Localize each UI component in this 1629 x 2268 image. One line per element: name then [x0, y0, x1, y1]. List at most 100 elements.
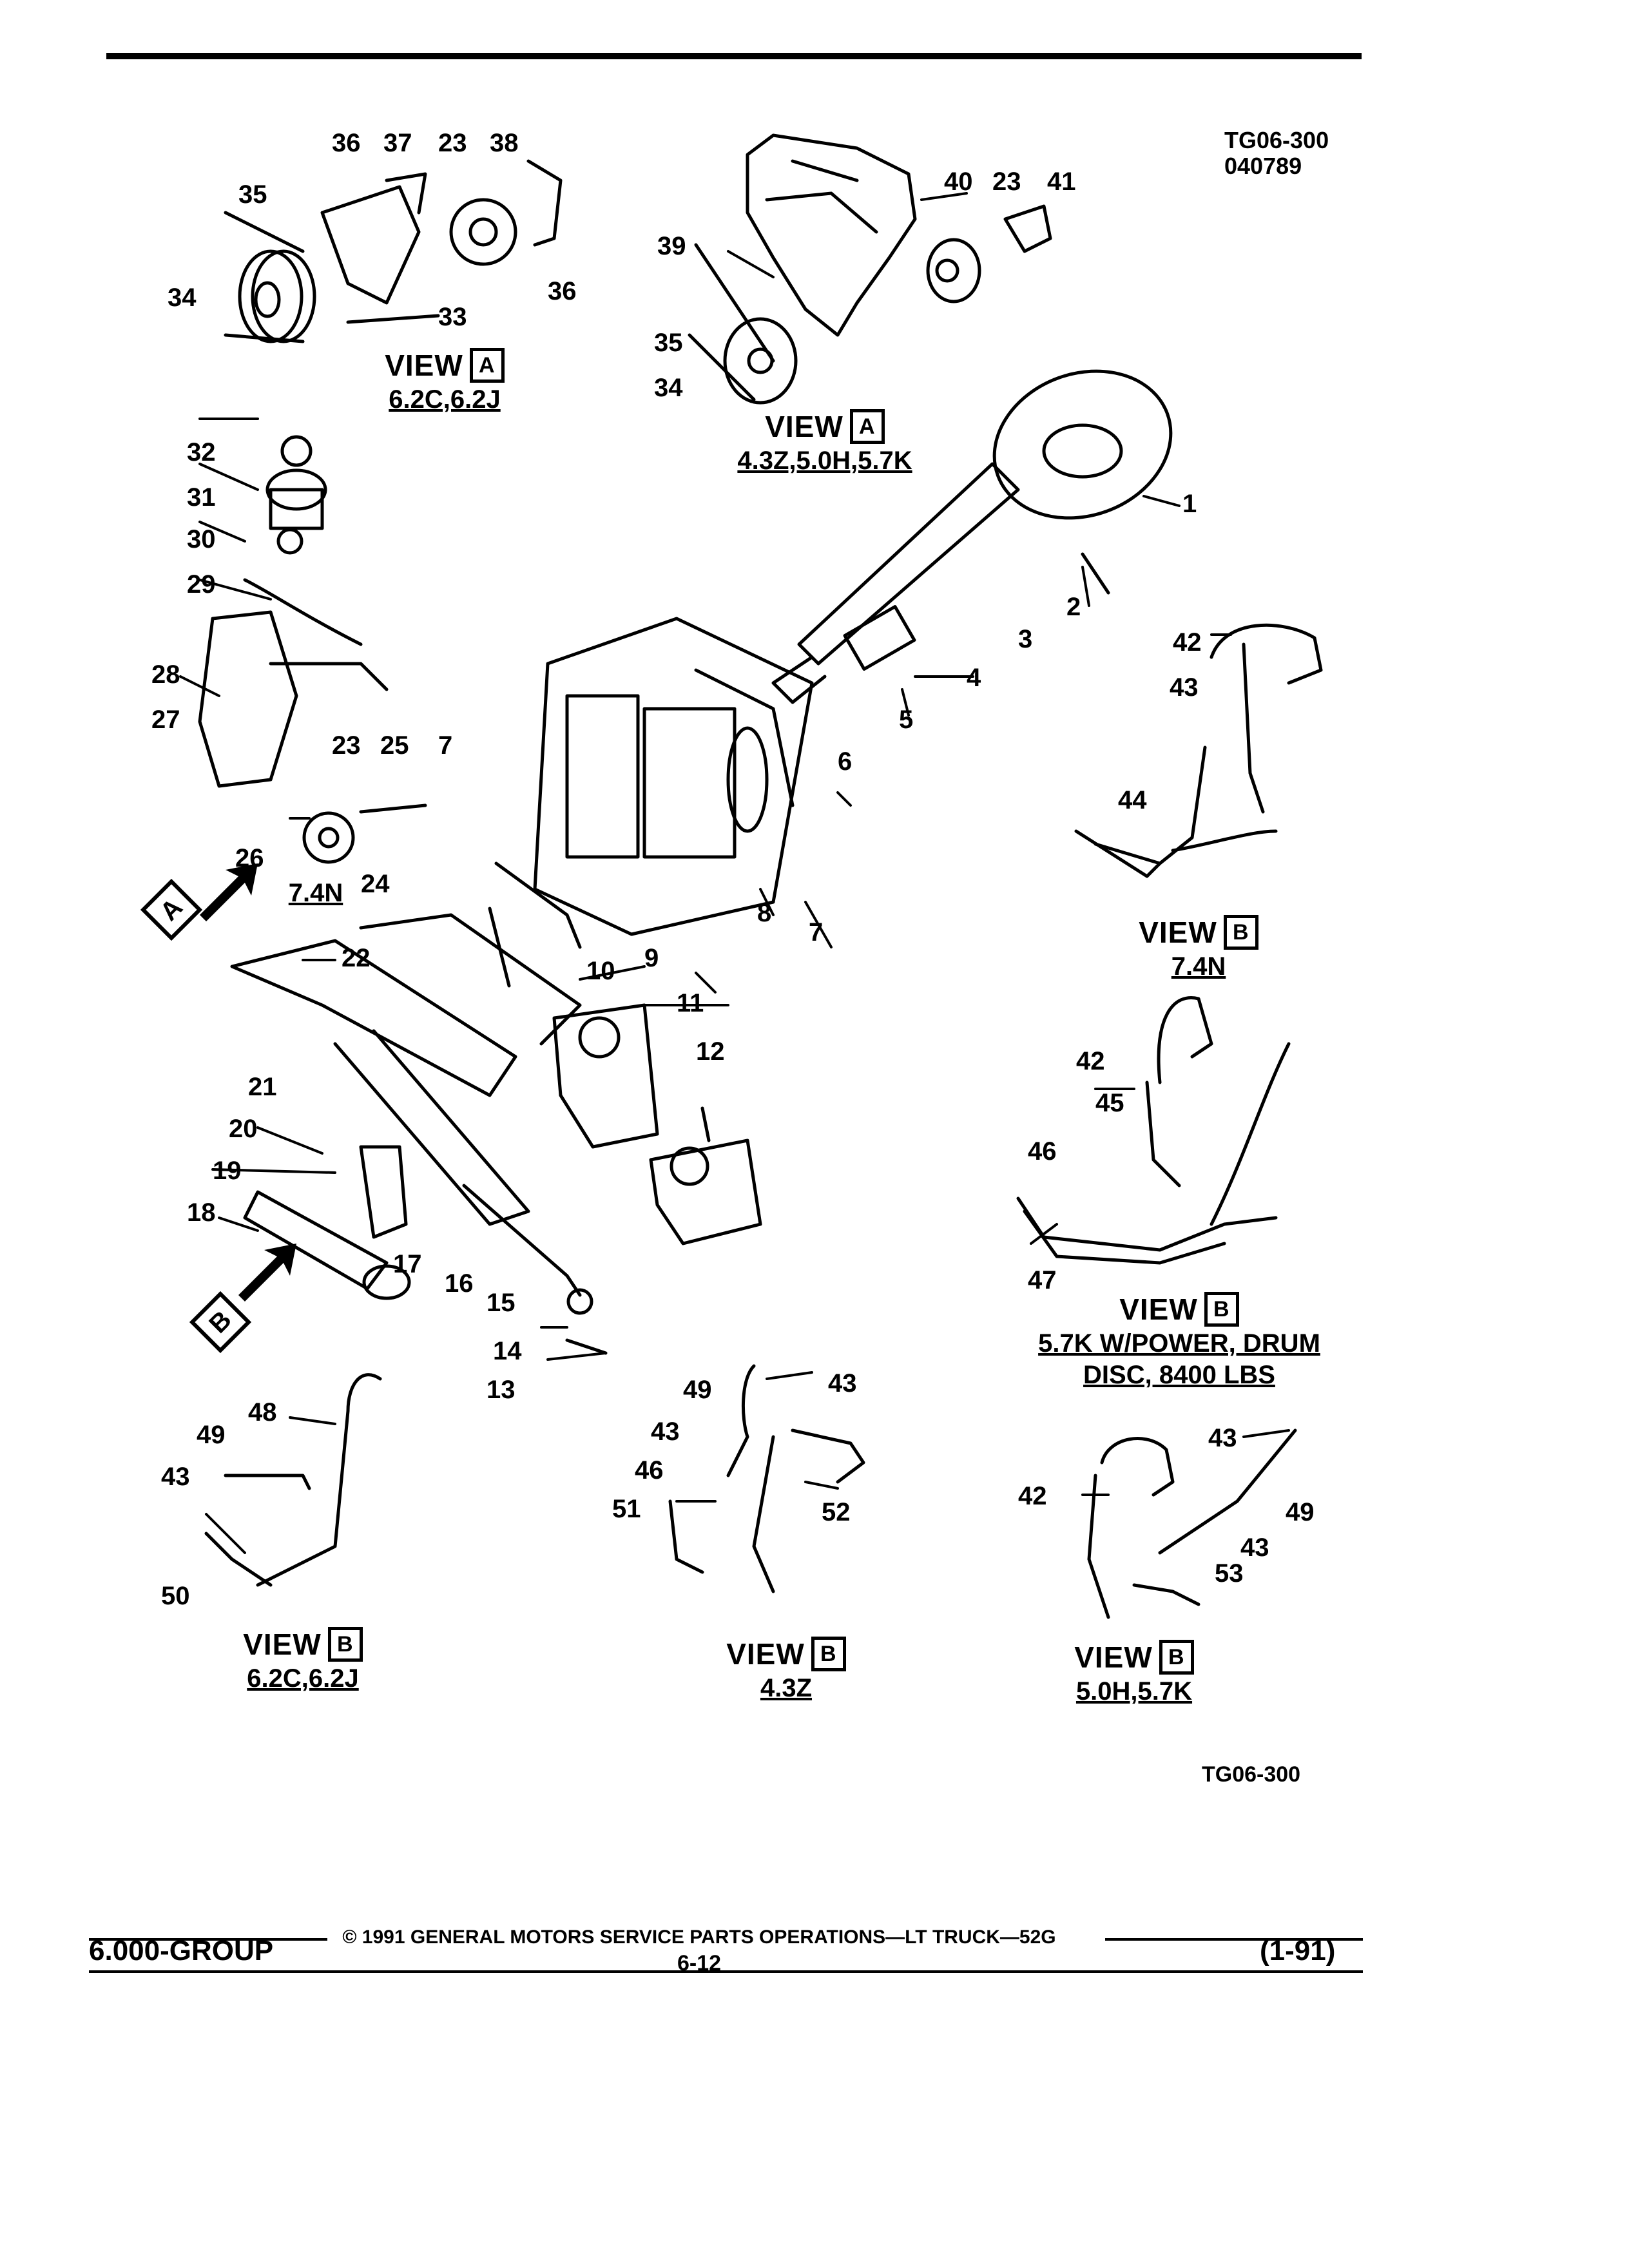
- callout-42a: 42: [1173, 628, 1202, 657]
- callout-41: 41: [1047, 168, 1076, 196]
- view-prefix: VIEW: [243, 1628, 322, 1661]
- pump-bracket-4-3z: [688, 133, 1052, 405]
- view-subtitle: 5.0H,5.7K: [1075, 1677, 1193, 1706]
- callout-37: 37: [383, 129, 412, 157]
- callout-24: 24: [361, 870, 390, 898]
- figure-code-bottom: TG06-300: [1202, 1762, 1301, 1787]
- callout-44: 44: [1118, 786, 1147, 814]
- callout-25: 25: [380, 731, 409, 760]
- hoses-4-3z: [668, 1364, 865, 1593]
- callout-4: 4: [967, 664, 981, 692]
- hoses-7-4n: [1074, 623, 1323, 878]
- view-letter: B: [327, 1627, 363, 1662]
- callout-34b: 34: [654, 374, 683, 402]
- callout-47: 47: [1028, 1266, 1057, 1294]
- callout-19: 19: [213, 1157, 242, 1185]
- view-subtitle: 7.4N: [288, 879, 343, 907]
- callout-49a: 49: [683, 1376, 712, 1404]
- figure-code: TG06-300: [1224, 127, 1329, 153]
- view-prefix: VIEW: [1074, 1640, 1153, 1674]
- view-prefix: VIEW: [726, 1637, 805, 1671]
- callout-23a: 23: [438, 129, 467, 157]
- callout-43d: 43: [161, 1463, 190, 1491]
- callout-18: 18: [187, 1198, 216, 1227]
- callout-29: 29: [187, 570, 216, 599]
- callout-46b: 46: [635, 1456, 664, 1485]
- callout-46a: 46: [1028, 1137, 1057, 1166]
- callout-5: 5: [899, 706, 914, 734]
- callout-21: 21: [248, 1073, 277, 1101]
- callout-9: 9: [644, 944, 659, 972]
- callout-22: 22: [342, 944, 371, 972]
- callout-49b: 49: [197, 1421, 226, 1449]
- callout-23c: 23: [332, 731, 361, 760]
- callout-7b: 7: [438, 731, 453, 760]
- callout-6: 6: [838, 747, 853, 776]
- callout-32: 32: [187, 438, 216, 466]
- callout-36a: 36: [332, 129, 361, 157]
- callout-7a: 7: [809, 918, 824, 947]
- view-letter: A: [469, 348, 505, 383]
- steering-linkage: [230, 913, 608, 1355]
- view-prefix: VIEW: [1139, 916, 1217, 949]
- callout-26: 26: [235, 844, 264, 872]
- callout-38: 38: [490, 129, 519, 157]
- callout-14: 14: [493, 1337, 522, 1365]
- steering-gear: [488, 861, 762, 1245]
- callout-43f: 43: [1240, 1533, 1269, 1562]
- callout-35a: 35: [238, 180, 267, 209]
- callout-23b: 23: [992, 168, 1021, 196]
- callout-31: 31: [187, 483, 216, 512]
- hoses-6-2c: [204, 1373, 382, 1587]
- callout-17: 17: [393, 1250, 422, 1278]
- callout-20: 20: [229, 1115, 258, 1143]
- footer-rule-right: [1105, 1938, 1363, 1941]
- date-code: 040789: [1224, 153, 1302, 179]
- callout-33: 33: [438, 303, 467, 331]
- view-prefix: VIEW: [385, 349, 463, 382]
- view-letter: B: [1204, 1292, 1239, 1327]
- callout-15: 15: [487, 1289, 516, 1317]
- callout-40: 40: [944, 168, 973, 196]
- callout-1: 1: [1182, 490, 1197, 518]
- callout-13: 13: [487, 1376, 516, 1404]
- view-subtitle: 7.4N: [1171, 952, 1226, 981]
- view-subtitle: 6.2C,6.2J: [247, 1664, 359, 1693]
- footer-page-number: 6-12: [677, 1951, 722, 1975]
- view-subtitle: 4.3Z: [760, 1674, 813, 1702]
- view-letter: B: [1159, 1640, 1194, 1675]
- figure-code-header: TG06-300 040789: [1224, 128, 1329, 179]
- callout-36b: 36: [548, 277, 577, 305]
- callout-43c: 43: [651, 1418, 680, 1446]
- view-subtitle: 6.2C,6.2J: [389, 385, 501, 414]
- callout-11: 11: [677, 989, 704, 1017]
- callout-49c: 49: [1286, 1498, 1315, 1526]
- callout-16: 16: [445, 1269, 474, 1298]
- callout-43b: 43: [828, 1369, 857, 1398]
- view-subtitle: 4.3Z,5.0H,5.7K: [737, 447, 912, 475]
- callout-8: 8: [757, 899, 772, 927]
- view-subtitle-2: DISC, 8400 LBS: [1083, 1361, 1275, 1389]
- callout-10: 10: [586, 957, 615, 985]
- callout-28: 28: [151, 660, 180, 689]
- callout-3: 3: [1018, 625, 1033, 653]
- callout-12: 12: [696, 1037, 725, 1066]
- footer-rule-left: [89, 1938, 327, 1941]
- footer-copyright-block: © 1991 GENERAL MOTORS SERVICE PARTS OPER…: [290, 1927, 1108, 1976]
- footer-rule-bottom: [89, 1970, 1363, 1973]
- view-b-arrow-icon: [238, 1244, 296, 1302]
- pump-pulley-6-2c: [224, 159, 563, 343]
- callout-52: 52: [822, 1498, 851, 1526]
- callout-34a: 34: [168, 284, 197, 312]
- leader-lines: [179, 192, 1290, 1554]
- callout-42b: 42: [1076, 1047, 1105, 1075]
- firewall: [533, 617, 814, 936]
- callout-27: 27: [151, 706, 180, 734]
